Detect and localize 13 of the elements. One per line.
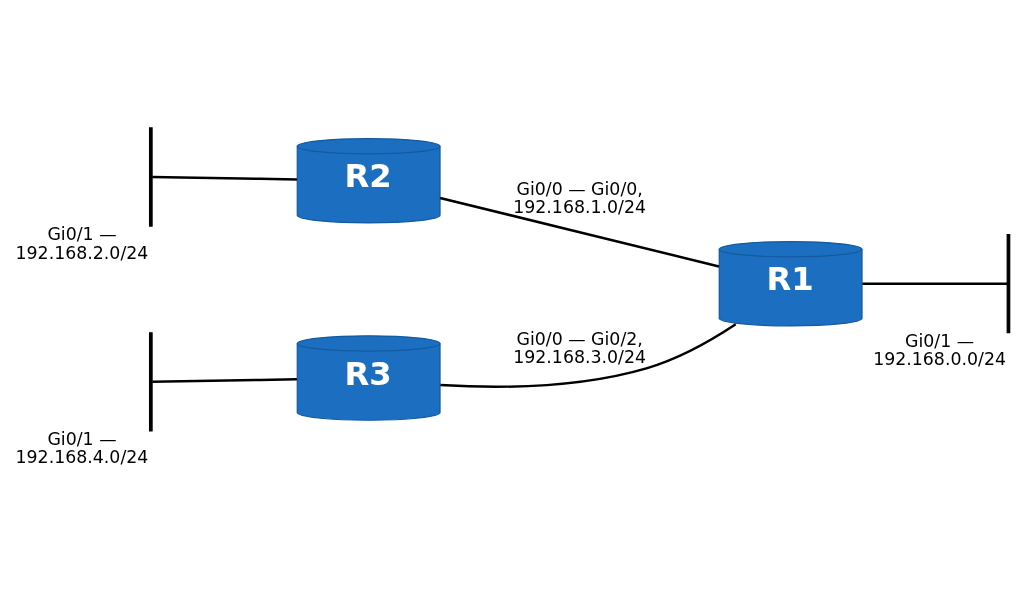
- node-bar: [148, 332, 153, 432]
- connector: [152, 378, 297, 383]
- connector: [862, 282, 1008, 285]
- edge-label: Gi0/0 — Gi0/0, 192.168.1.0/24: [513, 178, 647, 218]
- node-bar: [148, 127, 153, 227]
- node-label: Gi0/1 — 192.168.2.0/24: [15, 223, 149, 263]
- node-label: Gi0/1 — 192.168.0.0/24: [873, 330, 1006, 370]
- node-label: Gi0/1 — 192.168.4.0/24: [15, 428, 149, 468]
- connector: [152, 175, 297, 181]
- connector: [439, 196, 720, 268]
- node-bar: [1006, 234, 1011, 334]
- edge-label: Gi0/0 — Gi0/2, 192.168.3.0/24: [513, 328, 647, 368]
- connector: [440, 323, 737, 388]
